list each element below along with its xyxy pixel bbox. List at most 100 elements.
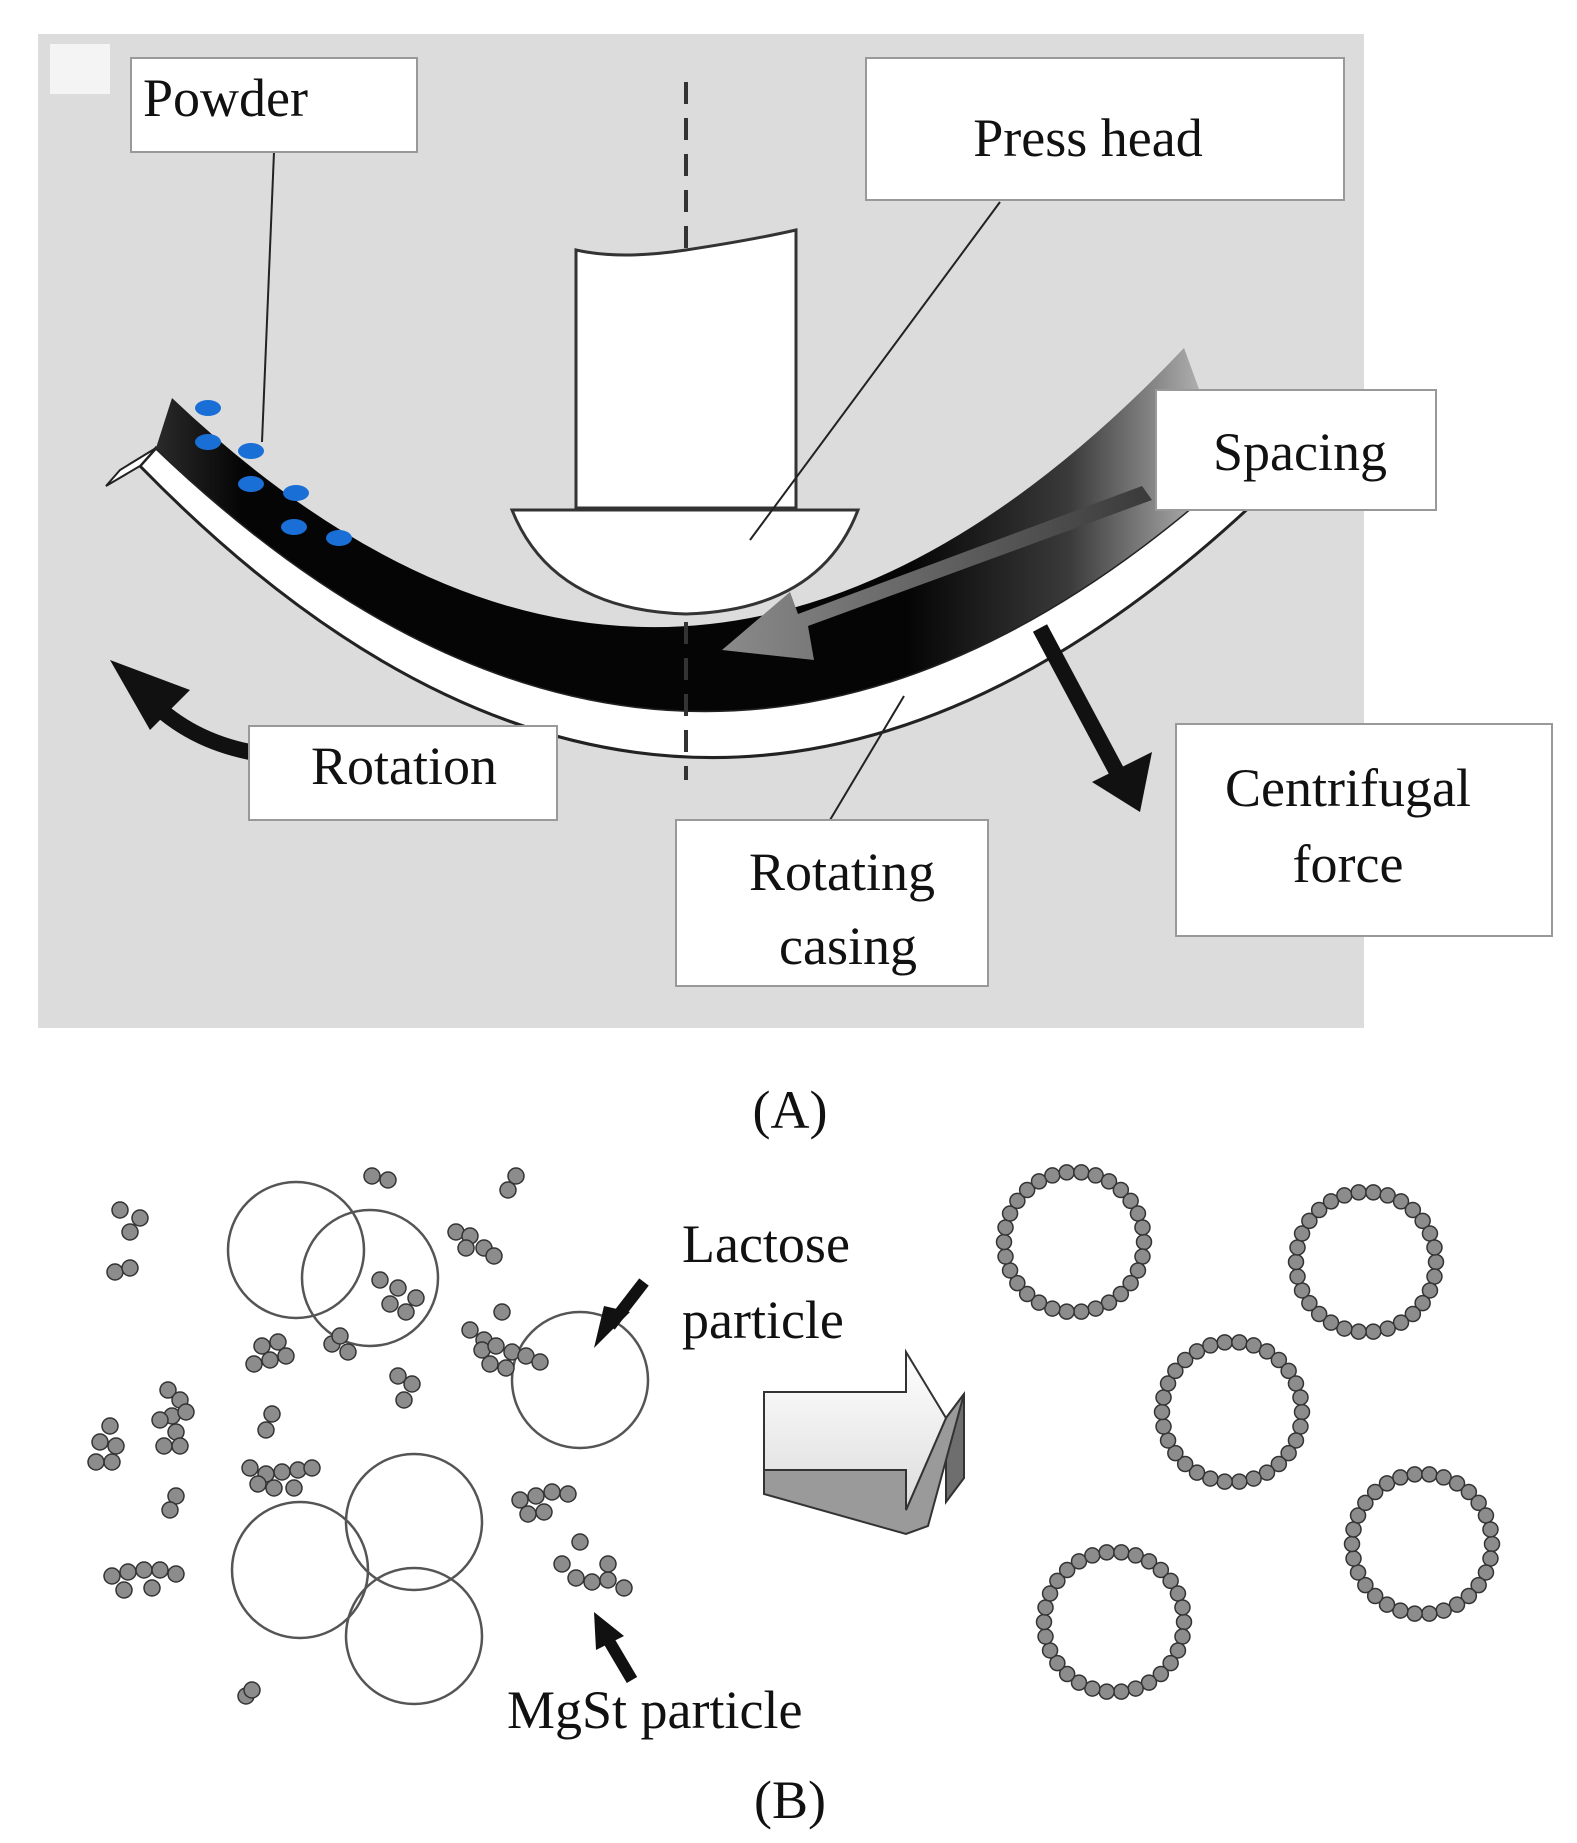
mgst-particle xyxy=(1175,1613,1193,1631)
rotating-casing-label-line1: Rotating xyxy=(749,842,935,902)
mgst-particle xyxy=(1470,1576,1487,1594)
mgst-particle xyxy=(1289,1268,1306,1285)
mgst-particle xyxy=(1112,1181,1130,1199)
mgst-particle xyxy=(1427,1253,1445,1271)
spacing-label: Spacing xyxy=(1213,422,1387,482)
mgst-particle xyxy=(1202,1337,1219,1354)
mgst-particle xyxy=(103,1567,121,1585)
mgst-particle xyxy=(1041,1585,1059,1602)
spacing-arrow xyxy=(722,486,1152,660)
mgst-particle xyxy=(1098,1683,1115,1700)
mgst-particle xyxy=(1448,1475,1466,1492)
mgst-particle xyxy=(1058,1665,1076,1683)
mgst-particle xyxy=(527,1487,545,1505)
mgst-particle xyxy=(1245,1337,1262,1354)
mgst-particle xyxy=(1365,1323,1382,1340)
mgst-particle xyxy=(1202,1470,1219,1487)
mgst-particle xyxy=(1378,1596,1396,1613)
mgst-particle xyxy=(571,1533,589,1551)
mgst-particle xyxy=(101,1417,119,1435)
mgst-particle xyxy=(1135,1233,1153,1251)
mgst-particle xyxy=(1122,1192,1139,1210)
mgst-particle xyxy=(241,1459,259,1477)
mgst-particle xyxy=(1162,1654,1179,1672)
mgst-particle xyxy=(1030,1173,1048,1190)
mgst-particle xyxy=(1292,1389,1309,1406)
mgst-particle xyxy=(119,1563,137,1581)
mgst-particle xyxy=(107,1437,125,1455)
mgst-particle xyxy=(1018,1181,1036,1199)
mgst-particle xyxy=(1322,1314,1340,1331)
powder-particle xyxy=(195,400,221,416)
mgst-particle xyxy=(1098,1544,1115,1561)
lactose-particle xyxy=(344,1566,484,1706)
mgst-particle xyxy=(1155,1389,1172,1406)
coated-lactose-particle xyxy=(1287,1184,1445,1340)
mgst-particle xyxy=(997,1219,1014,1236)
powder-particles xyxy=(195,400,352,546)
mgst-particle xyxy=(499,1181,517,1199)
mgst-particle xyxy=(1044,1300,1061,1317)
mgst-particle xyxy=(159,1381,177,1399)
mgst-particle xyxy=(1176,1455,1194,1473)
panel-b: Lactose particle MgSt particle (B) xyxy=(87,1164,1501,1830)
powder-leader xyxy=(261,151,275,443)
mgst-particle xyxy=(1448,1596,1466,1613)
mgst-particle xyxy=(1483,1535,1501,1553)
mgst-particle xyxy=(1169,1585,1187,1602)
mgst-particle xyxy=(277,1347,295,1365)
mgst-particle xyxy=(1009,1274,1026,1292)
mgst-particle xyxy=(1435,1602,1452,1619)
coated-lactose-particle xyxy=(1035,1544,1193,1700)
press-head-leader xyxy=(749,201,1001,541)
mgst-particle xyxy=(1379,1187,1396,1204)
mgst-particle xyxy=(1188,1464,1206,1481)
mgst-particle xyxy=(1231,1334,1248,1351)
centrifugal-label-box xyxy=(1175,723,1553,937)
mgst-particle xyxy=(1159,1432,1177,1449)
mgst-particle xyxy=(1366,1587,1384,1605)
mgst-particle xyxy=(121,1259,139,1277)
powder-particle xyxy=(238,443,264,459)
mgst-particle xyxy=(1001,1205,1019,1222)
mgst-particle xyxy=(1336,1320,1353,1337)
lactose-label-line2: particle xyxy=(682,1290,844,1350)
mgst-particle xyxy=(1174,1628,1191,1645)
mgst-particle xyxy=(1301,1294,1318,1312)
mgst-particle xyxy=(1343,1535,1361,1553)
mgst-particle xyxy=(1084,1680,1101,1697)
mgst-particle xyxy=(257,1421,275,1439)
mgst-particle xyxy=(91,1433,109,1451)
mgst-particle xyxy=(599,1555,617,1573)
mgst-particle xyxy=(263,1405,281,1423)
mgst-particle xyxy=(457,1239,475,1257)
mgst-particle xyxy=(1460,1483,1478,1501)
rotation-label: Rotation xyxy=(311,736,497,796)
mgst-particle xyxy=(1280,1444,1297,1462)
mgst-particle xyxy=(1231,1473,1248,1490)
mgst-particle xyxy=(135,1561,153,1579)
press-head-label: Press head xyxy=(973,108,1202,168)
lactose-particle xyxy=(226,1180,366,1320)
mgst-particle xyxy=(371,1271,389,1289)
mgst-particle xyxy=(1155,1418,1172,1435)
mgst-particle xyxy=(1100,1294,1118,1311)
mgst-particle xyxy=(1216,1473,1233,1490)
mgst-particle xyxy=(487,1337,505,1355)
mgst-particle xyxy=(1216,1334,1233,1351)
mgst-particle xyxy=(261,1351,279,1369)
panel-a-caption: (A) xyxy=(753,1080,828,1140)
mgst-particle xyxy=(1310,1305,1328,1323)
mgst-particle xyxy=(1293,1282,1311,1299)
mgst-particle xyxy=(1301,1212,1318,1230)
mgst-particle xyxy=(511,1491,529,1509)
mgst-particle xyxy=(1421,1282,1439,1299)
mgst-pointer-shaft xyxy=(600,1632,638,1684)
mgst-particle xyxy=(103,1453,121,1471)
powder-label: Powder xyxy=(143,68,308,128)
mgst-particle xyxy=(1287,1375,1305,1392)
centrifugal-arrowhead xyxy=(1092,752,1152,812)
mgst-particle xyxy=(1345,1521,1362,1538)
powder-particle xyxy=(195,434,221,450)
mgst-particle xyxy=(1030,1294,1048,1311)
